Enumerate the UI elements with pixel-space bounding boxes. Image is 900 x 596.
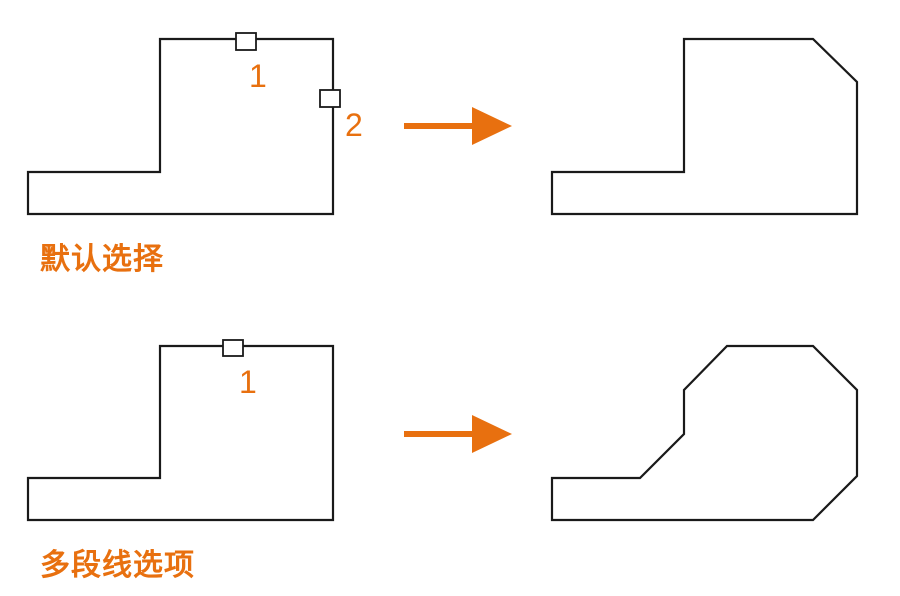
pick-box-2-top bbox=[319, 89, 341, 108]
shape-before-polyline bbox=[26, 344, 335, 522]
shape-after-default bbox=[550, 37, 859, 216]
caption-polyline-option: 多段线选项 bbox=[40, 548, 195, 583]
pick-box-1-bottom bbox=[222, 339, 244, 357]
shape-after-polyline bbox=[550, 344, 859, 522]
pick-label-2-top: 2 bbox=[345, 107, 363, 143]
arrow-right-icon bbox=[404, 107, 512, 145]
shape-before-default bbox=[26, 37, 335, 216]
caption-default-selection: 默认选择 bbox=[40, 242, 164, 277]
pick-label-1-top: 1 bbox=[249, 58, 267, 94]
arrow-right-icon bbox=[404, 415, 512, 453]
pick-label-1-bottom: 1 bbox=[239, 364, 257, 400]
pick-box-1-top bbox=[235, 32, 257, 51]
